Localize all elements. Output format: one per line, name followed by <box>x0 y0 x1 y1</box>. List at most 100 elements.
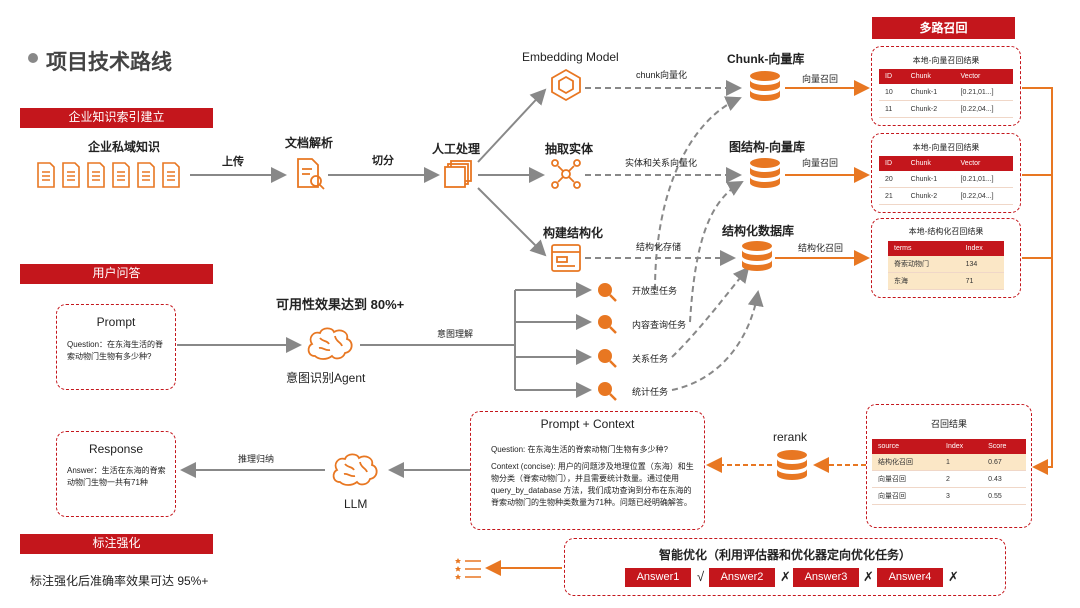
graph-db-icon <box>748 157 782 196</box>
cell: Chunk-2 <box>904 187 955 205</box>
optimize-box: 智能优化（利用评估器和优化器定向优化任务） Answer1 √ Answer2 … <box>564 538 1006 596</box>
cell: 1 <box>940 454 983 471</box>
section-multi-recall-bar: 多路召回 <box>872 17 1015 39</box>
rerank-label: rerank <box>773 430 808 444</box>
optimize-title: 智能优化（利用评估器和优化器定向优化任务） <box>658 548 911 562</box>
llm-label: LLM <box>344 497 368 511</box>
check-mark: √ <box>697 569 705 584</box>
cell: 20 <box>879 171 905 188</box>
cell: 0.67 <box>982 454 1026 471</box>
ranked-list-icon <box>455 557 483 586</box>
prompt-question: Question：在东海生活的脊索动物门生物有多少种? <box>67 340 164 361</box>
cell: [0.21,01...] <box>954 171 1013 188</box>
col-header: Index <box>959 241 1004 256</box>
col-header: Score <box>982 439 1026 454</box>
result-title: 召回结果 <box>930 419 967 429</box>
col-header: terms <box>888 241 960 256</box>
cell: 11 <box>879 100 905 118</box>
brain-icon <box>305 326 355 367</box>
chunk-db-icon <box>748 70 782 109</box>
struct-store-label: 结构化存储 <box>636 242 682 252</box>
vector-recall-label-2: 向量召回 <box>802 158 839 168</box>
private-knowledge-label: 企业私域知识 <box>88 140 161 154</box>
cell: 2 <box>940 470 983 488</box>
entity-vectorize-label: 实体和关系向量化 <box>625 158 698 168</box>
response-title: Response <box>88 442 144 456</box>
cell: 0.43 <box>982 470 1026 488</box>
col-header: Chunk <box>904 69 955 84</box>
cross-mark: ✗ <box>780 569 791 584</box>
manual-label: 人工处理 <box>432 142 481 156</box>
section-qa-bar: 用户问答 <box>20 264 213 284</box>
chunk-vectorize-label: chunk向量化 <box>636 70 688 80</box>
doc-parse-icon <box>295 157 327 196</box>
response-box: Response Answer：生活在东海的脊索动物门生物一共有71种 <box>56 431 176 517</box>
task-label: 关系任务 <box>632 354 669 364</box>
entity-graph-icon <box>550 158 582 195</box>
prompt-context-box: Prompt + Context Question: 在东海生活的脊索动物门生物… <box>470 411 705 530</box>
cell: 10 <box>879 84 905 101</box>
chunk-db-label: Chunk-向量库 <box>727 52 805 66</box>
answer-1-button[interactable]: Answer1 <box>625 568 691 587</box>
document-stack-icon <box>36 161 188 194</box>
search-icon <box>596 313 618 340</box>
search-icon <box>596 347 618 374</box>
upload-label: 上传 <box>222 156 244 168</box>
cell: 3 <box>940 487 983 505</box>
answer-2-button[interactable]: Answer2 <box>709 568 775 587</box>
cell: 134 <box>959 256 1004 273</box>
cell: 0.55 <box>982 487 1026 505</box>
embedding-model-icon <box>549 68 583 107</box>
title-bullet <box>28 53 38 63</box>
col-header: source <box>872 439 940 454</box>
cell: 21 <box>879 187 905 205</box>
graph-db-label: 图结构-向量库 <box>729 140 805 154</box>
answer-4-button[interactable]: Answer4 <box>877 568 943 587</box>
col-header: Vector <box>954 156 1013 171</box>
prompt-context-body: Context (concise): 用户的问题涉及地理位置（东海）和生物分类（… <box>491 462 694 507</box>
recall-table-title: 本地-结构化召回结果 <box>908 227 984 236</box>
col-header: Chunk <box>904 156 955 171</box>
cell: 东海 <box>888 272 960 290</box>
llm-brain-icon <box>330 452 380 493</box>
cell: 向量召回 <box>872 487 940 505</box>
search-icon <box>596 281 618 308</box>
cross-mark: ✗ <box>948 569 959 584</box>
vector-recall-label-1: 向量召回 <box>802 74 839 84</box>
prompt-context-title: Prompt + Context <box>540 417 635 431</box>
extract-entity-label: 抽取实体 <box>545 142 594 156</box>
prompt-title: Prompt <box>96 315 136 329</box>
search-icon <box>596 380 618 407</box>
embedding-model-label: Embedding Model <box>522 50 619 64</box>
col-header: ID <box>879 69 905 84</box>
cell: Chunk-1 <box>904 171 955 188</box>
cell: 脊索动物门 <box>888 256 960 273</box>
rerank-db-icon <box>775 449 809 488</box>
intent-label: 意图理解 <box>437 329 474 339</box>
manual-process-icon <box>443 158 475 195</box>
build-struct-label: 构建结构化 <box>543 226 604 240</box>
response-answer: Answer：生活在东海的脊索动物门生物一共有71种 <box>67 466 166 487</box>
annotation-note: 标注强化后准确率效果可达 95%+ <box>30 574 209 588</box>
reasoning-label: 推理归纳 <box>238 454 275 464</box>
cell: 结构化召回 <box>872 454 940 471</box>
answer-3-button[interactable]: Answer3 <box>793 568 859 587</box>
struct-db-label: 结构化数据库 <box>722 224 795 238</box>
cell: [0.22,04...] <box>954 100 1013 118</box>
section-annotation-bar: 标注强化 <box>20 534 213 554</box>
prompt-box: Prompt Question：在东海生活的脊索动物门生物有多少种? <box>56 304 176 390</box>
task-label: 内容查询任务 <box>632 320 687 330</box>
col-header: ID <box>879 156 905 171</box>
cross-mark: ✗ <box>863 569 874 584</box>
split-label: 切分 <box>372 155 394 167</box>
struct-db-icon <box>740 240 774 279</box>
col-header: Index <box>940 439 983 454</box>
col-header: Vector <box>954 69 1013 84</box>
